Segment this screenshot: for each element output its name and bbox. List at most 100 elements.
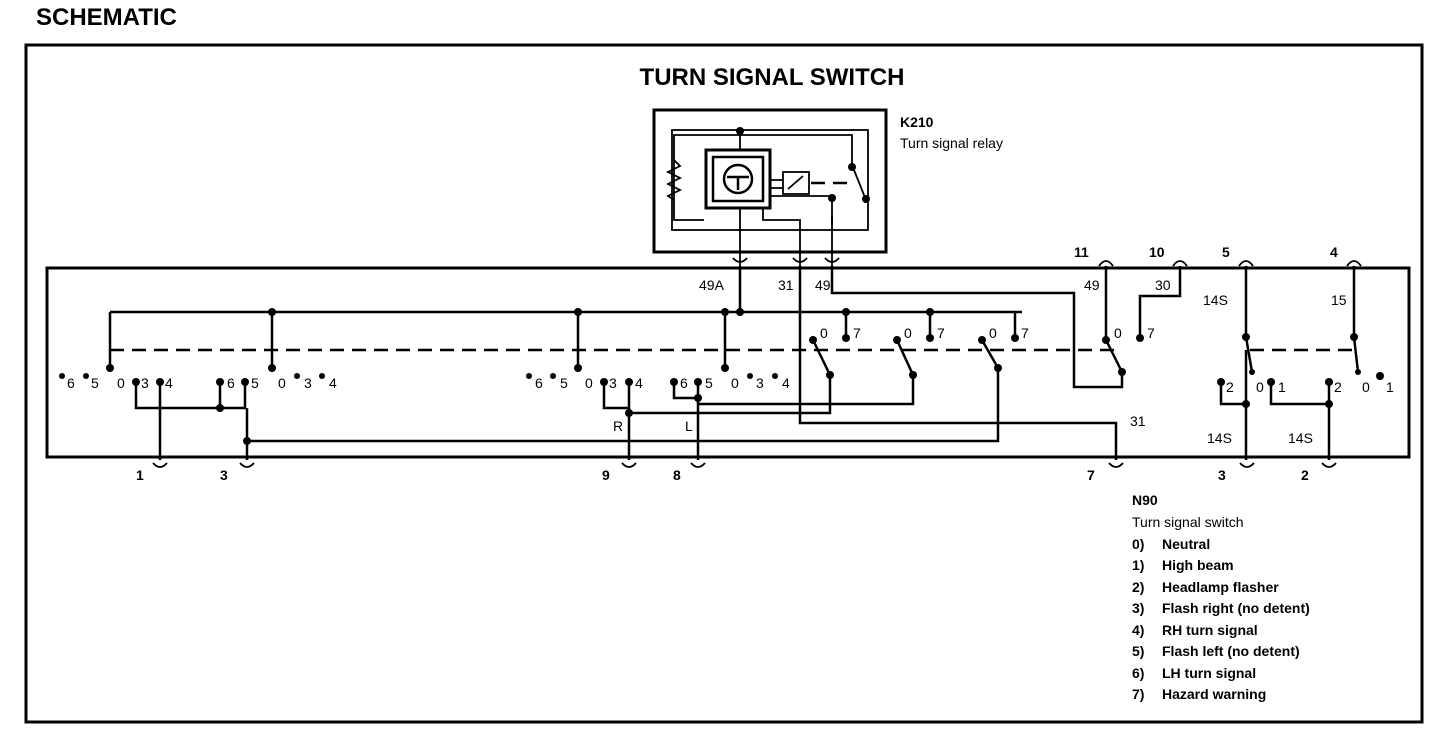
g2-contact-6: 6 bbox=[227, 375, 235, 391]
g4-contact-5: 5 bbox=[705, 375, 713, 391]
haz4-contact-0: 0 bbox=[1114, 325, 1122, 341]
legend-text-1: High beam bbox=[1162, 557, 1234, 573]
legend-text-7: Hazard warning bbox=[1162, 686, 1266, 702]
legend-num-4: 4) bbox=[1132, 622, 1144, 638]
haz1-contact-0: 0 bbox=[820, 325, 828, 341]
g3-contact-4: 4 bbox=[635, 375, 643, 391]
relay-id: K210 bbox=[900, 114, 934, 130]
relay-desc: Turn signal relay bbox=[900, 135, 1003, 151]
g4-contact-3: 3 bbox=[756, 375, 764, 391]
pin-bottom-3: 3 bbox=[220, 467, 228, 483]
haz4-contact-7: 7 bbox=[1147, 325, 1155, 341]
g2-contact-4: 4 bbox=[329, 375, 337, 391]
legend-num-5: 5) bbox=[1132, 643, 1144, 659]
relay-k210 bbox=[652, 108, 888, 258]
g4-contact-6: 6 bbox=[680, 375, 688, 391]
g1-contact-4: 4 bbox=[165, 375, 173, 391]
pin-bottom-7: 7 bbox=[1087, 467, 1095, 483]
terminal-31: 31 bbox=[778, 277, 794, 293]
terminal-49a: 49A bbox=[699, 277, 725, 293]
connector-arcs bbox=[152, 257, 1362, 468]
g3-contact-0: 0 bbox=[585, 375, 593, 391]
legend-num-6: 6) bbox=[1132, 665, 1144, 681]
outer-frame bbox=[24, 43, 1424, 724]
haz3-contact-7: 7 bbox=[1021, 325, 1029, 341]
legend-text-0: Neutral bbox=[1162, 536, 1210, 552]
legend-num-3: 3) bbox=[1132, 600, 1144, 616]
legend-text-3: Flash right (no detent) bbox=[1162, 600, 1310, 616]
g2-contact-3: 3 bbox=[304, 375, 312, 391]
diagram-title: TURN SIGNAL SWITCH bbox=[640, 64, 905, 91]
legend-num-1: 1) bbox=[1132, 557, 1144, 573]
haz2-contact-0: 0 bbox=[904, 325, 912, 341]
terminal-bottom-14s-a: 14S bbox=[1207, 430, 1232, 446]
label-r: R bbox=[613, 418, 623, 434]
legend-num-2: 2) bbox=[1132, 579, 1144, 595]
hl1-contact-2: 2 bbox=[1226, 379, 1234, 395]
pin-top-10: 10 bbox=[1149, 244, 1165, 260]
pin-bottom-2: 2 bbox=[1301, 467, 1309, 483]
header: SCHEMATIC bbox=[36, 4, 177, 31]
g3-contact-5: 5 bbox=[560, 375, 568, 391]
label-l: L bbox=[685, 418, 693, 434]
contact-group-4: 6 5 0 3 4 bbox=[670, 364, 790, 391]
terminal-top-49: 49 bbox=[1084, 277, 1100, 293]
hl2-contact-1: 1 bbox=[1386, 379, 1394, 395]
legend-text-6: LH turn signal bbox=[1162, 665, 1256, 681]
pin-bottom-3b: 3 bbox=[1218, 467, 1226, 483]
hazard-contacts: 0 7 0 7 0 7 0 7 bbox=[820, 325, 1155, 379]
hl2-contact-2: 2 bbox=[1334, 379, 1342, 395]
g1-contact-5: 5 bbox=[91, 375, 99, 391]
terminal-top-14s: 14S bbox=[1203, 292, 1228, 308]
g2-contact-0: 0 bbox=[278, 375, 286, 391]
legend-num-7: 7) bbox=[1132, 686, 1144, 702]
legend-num-0: 0) bbox=[1132, 536, 1144, 552]
g1-contact-0: 0 bbox=[117, 375, 125, 391]
pin-top-11: 11 bbox=[1074, 244, 1089, 260]
legend-text-2: Headlamp flasher bbox=[1162, 579, 1279, 595]
relay-contact-icon bbox=[851, 164, 867, 201]
g2-contact-5: 5 bbox=[251, 375, 259, 391]
terminal-bottom-31: 31 bbox=[1130, 413, 1146, 429]
headlamp-contacts: 2 0 1 2 0 1 bbox=[1217, 369, 1394, 395]
g3-contact-6: 6 bbox=[535, 375, 543, 391]
terminal-top-30: 30 bbox=[1155, 277, 1171, 293]
haz2-contact-7: 7 bbox=[937, 325, 945, 341]
terminal-bottom-14s-b: 14S bbox=[1288, 430, 1313, 446]
legend: 0) Neutral 1) High beam 2) Headlamp flas… bbox=[1132, 536, 1310, 702]
wiring bbox=[108, 266, 1360, 460]
pin-bottom-9: 9 bbox=[602, 467, 610, 483]
contact-group-2: 6 5 0 3 4 bbox=[216, 364, 337, 391]
legend-text-4: RH turn signal bbox=[1162, 622, 1258, 638]
switch-id: N90 bbox=[1132, 492, 1158, 508]
hl1-contact-0: 0 bbox=[1256, 379, 1264, 395]
hl2-contact-0: 0 bbox=[1362, 379, 1370, 395]
g1-contact-3: 3 bbox=[141, 375, 149, 391]
pin-bottom-1: 1 bbox=[136, 467, 144, 483]
terminal-top-15: 15 bbox=[1331, 292, 1347, 308]
flasher-unit-icon bbox=[722, 163, 754, 195]
flasher-outer bbox=[704, 148, 772, 210]
relay-inner-frame bbox=[671, 129, 869, 231]
legend-text-5: Flash left (no detent) bbox=[1162, 643, 1300, 659]
haz3-contact-0: 0 bbox=[989, 325, 997, 341]
g3-contact-3: 3 bbox=[609, 375, 617, 391]
relay-coil-icon bbox=[782, 171, 810, 195]
g4-contact-4: 4 bbox=[782, 375, 790, 391]
pin-top-5: 5 bbox=[1222, 244, 1230, 260]
contact-group-1: 6 5 0 3 4 bbox=[59, 364, 173, 391]
switch-desc: Turn signal switch bbox=[1132, 514, 1244, 530]
terminal-49: 49 bbox=[815, 277, 831, 293]
pin-bottom-8: 8 bbox=[673, 467, 681, 483]
g4-contact-0: 0 bbox=[731, 375, 739, 391]
g1-contact-6: 6 bbox=[67, 375, 75, 391]
haz1-contact-7: 7 bbox=[853, 325, 861, 341]
pin-top-4: 4 bbox=[1330, 244, 1338, 260]
hl1-contact-1: 1 bbox=[1278, 379, 1286, 395]
switch-body bbox=[45, 266, 1411, 459]
resistor-icon bbox=[665, 159, 683, 201]
relay-box bbox=[652, 108, 888, 254]
flasher-inner bbox=[711, 155, 765, 203]
contact-group-3: 6 5 0 3 4 bbox=[526, 364, 643, 391]
